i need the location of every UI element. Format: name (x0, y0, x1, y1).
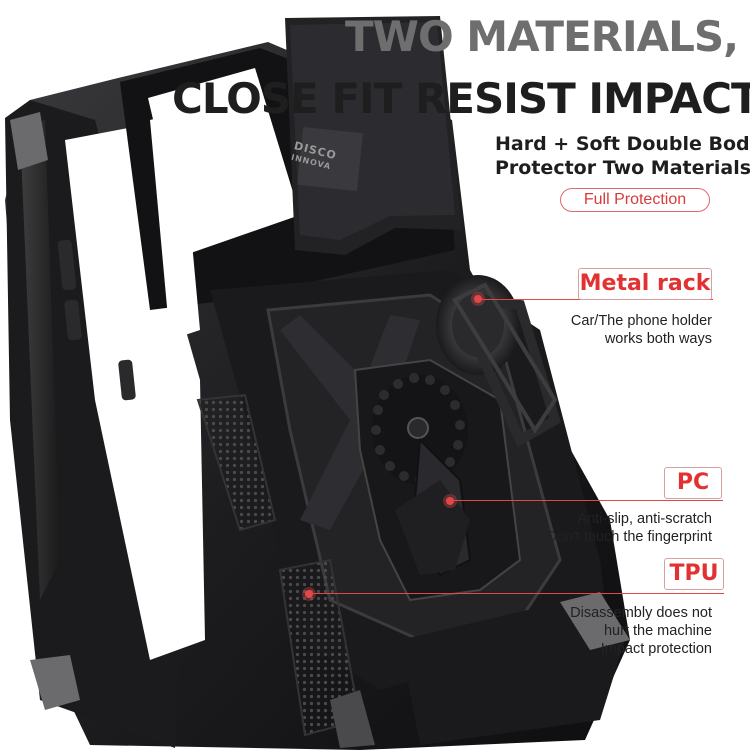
tpu-desc-line-2: hurt the machine (603, 623, 712, 639)
headline-line-2: CLOSE FIT RESIST IMPACT (172, 74, 750, 123)
tpu-dot (305, 590, 313, 598)
tpu-tag: TPU (664, 558, 724, 590)
full-protection-badge: Full Protection (560, 188, 710, 212)
pc-desc-line-1: Anti-slip, anti-scratch (577, 511, 712, 527)
headline-line-1: TWO MATERIALS, (345, 12, 739, 61)
metal-rack-tag: Metal rack (578, 268, 712, 300)
metal-rack-desc-line-1: Car/The phone holder (570, 313, 712, 329)
pc-tag: PC (664, 467, 722, 499)
pc-description: Anti-slip, anti-scratch Don't touch the … (546, 510, 712, 546)
pc-dot (446, 497, 454, 505)
metal-rack-desc-line-2: works both ways (604, 331, 712, 347)
metal-ring-holder (436, 275, 561, 448)
subhead-line-1: Hard + Soft Double Body (495, 133, 750, 155)
pc-pointer (450, 500, 723, 501)
subhead-line-2: Protector Two Materials (495, 157, 750, 179)
metal-rack-description: Car/The phone holder works both ways (571, 312, 712, 348)
tpu-desc-line-3: Impact protection (600, 641, 712, 657)
tpu-description: Disassembly does not hurt the machine Im… (570, 604, 712, 658)
tpu-desc-line-1: Disassembly does not (570, 605, 712, 621)
tpu-pointer (310, 593, 724, 594)
pc-desc-line-2: Don't touch the fingerprint (546, 529, 712, 545)
metal-rack-dot (474, 295, 482, 303)
